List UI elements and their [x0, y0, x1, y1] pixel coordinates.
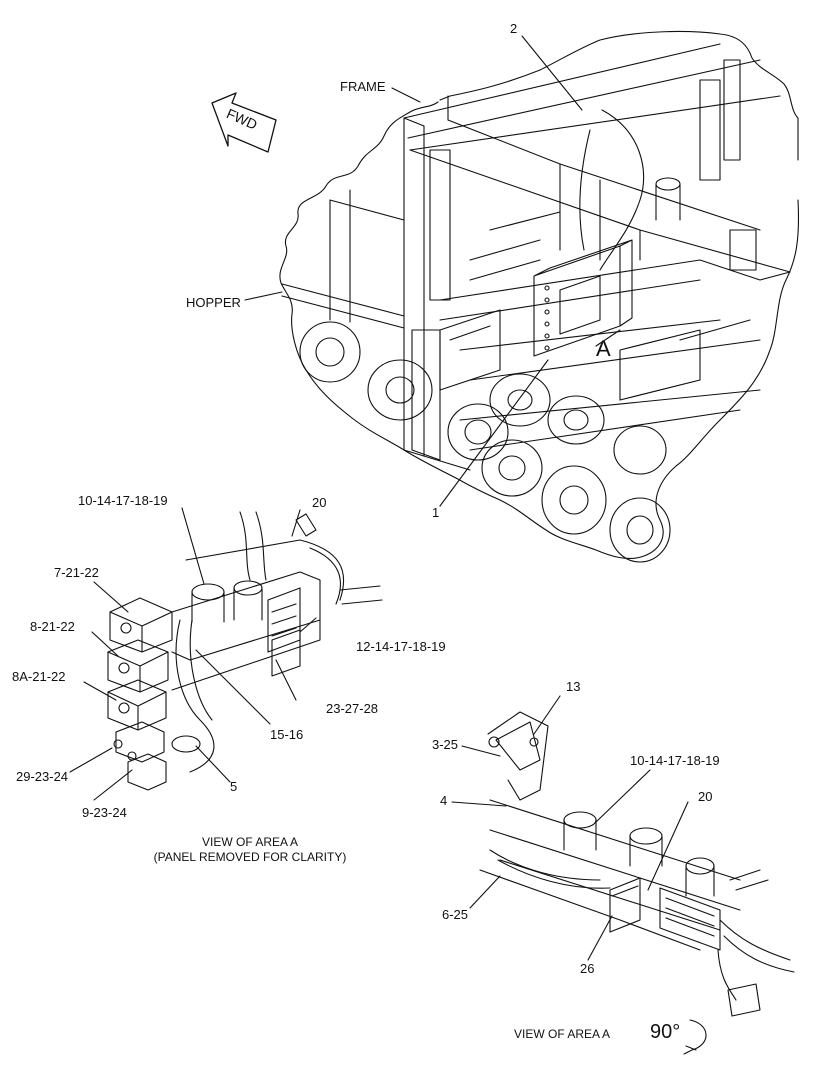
leader-a — [595, 329, 621, 347]
electrical-box — [533, 239, 633, 357]
callout-4: 4 — [440, 793, 448, 808]
leaders-left-view — [69, 507, 317, 801]
callout-23-27-28: 23-27-28 — [326, 701, 379, 716]
fwd-arrow — [211, 92, 277, 153]
callout-3-25: 3-25 — [432, 737, 459, 752]
callout-20-right: 20 — [698, 789, 713, 804]
cable-2 — [579, 109, 645, 271]
callout-29-23-24: 29-23-24 — [16, 769, 69, 784]
base-rail — [479, 799, 741, 951]
rollers — [439, 211, 751, 401]
valve-block-2 — [107, 639, 169, 693]
callout-15-16: 15-16 — [270, 727, 304, 742]
callout-1: 1 — [432, 505, 440, 520]
hopper-label: HOPPER — [186, 295, 241, 310]
callout-26: 26 — [580, 961, 595, 976]
leader-frame — [391, 87, 421, 103]
manifold — [171, 571, 321, 691]
callout-20-left: 20 — [312, 495, 327, 510]
callout-12-14-17-18-19: 12-14-17-18-19 — [356, 639, 446, 654]
break-outline — [279, 30, 800, 559]
callout-8a-21-22: 8A-21-22 — [12, 669, 66, 684]
callout-2: 2 — [510, 21, 518, 36]
callout-8-21-22: 8-21-22 — [30, 619, 75, 634]
machine-overview — [211, 30, 800, 563]
frame-label: FRAME — [340, 79, 386, 94]
area-a-panel-view — [69, 507, 383, 801]
rotation-label: 90° — [650, 1021, 681, 1043]
callout-6-25: 6-25 — [442, 907, 469, 922]
leader-2 — [521, 35, 583, 111]
callout-7-21-22: 7-21-22 — [54, 565, 99, 580]
valve-block-4 — [115, 721, 165, 763]
leader-hopper — [244, 291, 283, 301]
bracket — [487, 711, 549, 801]
valve-block-1 — [109, 597, 173, 653]
wheels — [299, 321, 671, 563]
leader-1 — [439, 359, 549, 507]
frame-crossmember — [403, 259, 791, 471]
caption-view-area-a-right: VIEW OF AREA A — [514, 1027, 611, 1041]
caption-panel-removed: (PANEL REMOVED FOR CLARITY) — [153, 850, 347, 864]
vertical-posts — [411, 59, 757, 461]
callout-10-14-17-18-19-right: 10-14-17-18-19 — [630, 753, 720, 768]
hose — [175, 511, 383, 773]
leaders-right-view — [451, 695, 689, 961]
area-a-letter: A — [596, 336, 611, 361]
hose-right — [489, 849, 795, 1001]
rotation-arrow — [683, 1019, 707, 1055]
hopper-body — [281, 189, 405, 329]
caption-view-area-a-left: VIEW OF AREA A — [201, 835, 299, 849]
callout-13: 13 — [566, 679, 581, 694]
callout-5: 5 — [230, 779, 238, 794]
area-a-rotated-view — [451, 695, 795, 1055]
callout-9-23-24: 9-23-24 — [82, 805, 127, 820]
callout-10-14-17-18-19-left: 10-14-17-18-19 — [78, 493, 168, 508]
valve-block-3 — [107, 679, 167, 731]
frame-rails — [403, 43, 791, 457]
